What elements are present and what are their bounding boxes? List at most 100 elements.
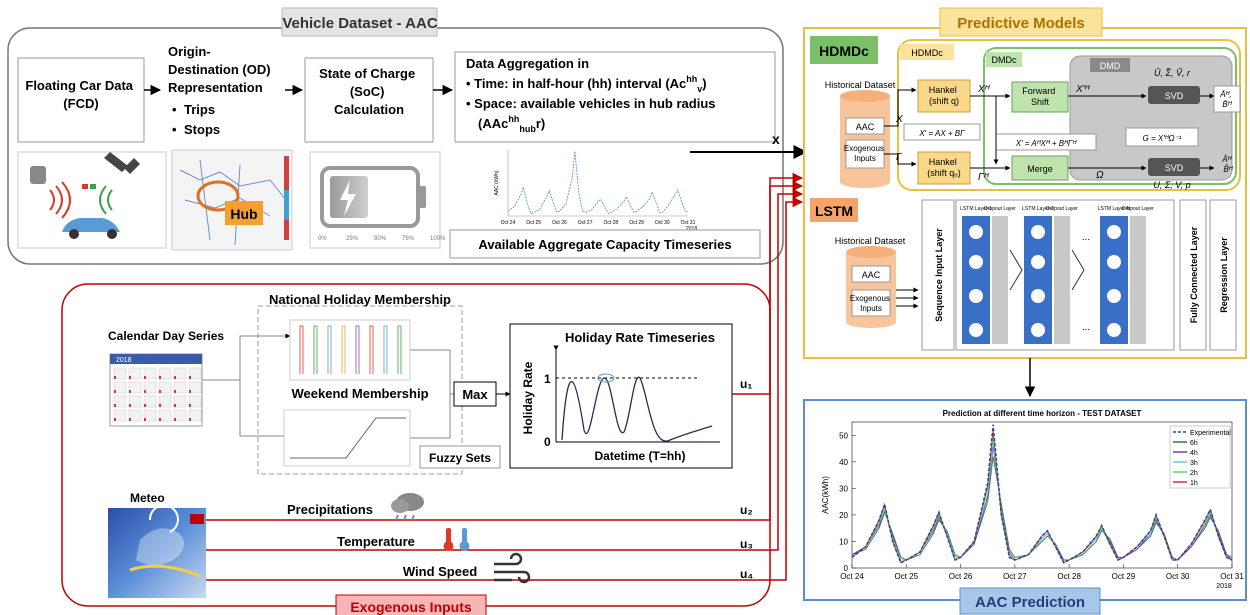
calendar-month	[173, 395, 187, 408]
soc-line-2: (SoC)	[350, 84, 385, 99]
soc-tick: 50%	[374, 236, 387, 242]
fcd-illustration	[17, 151, 167, 249]
lstm-unit	[1031, 323, 1045, 337]
calendar-holiday-mark	[144, 404, 146, 407]
calendar-holiday-mark	[159, 376, 161, 379]
legend-entry: 1h	[1190, 480, 1198, 487]
calendar-month	[158, 367, 172, 380]
ts-ylabel: AAC (kWh)	[494, 170, 500, 195]
hub-label: Hub	[230, 206, 257, 222]
calendar-holiday-mark	[174, 390, 176, 393]
calendar-month	[158, 409, 172, 422]
lstm-unit	[969, 225, 983, 239]
car-icon	[62, 218, 120, 232]
hankel-q-box: Hankel (shift q)	[929, 85, 960, 106]
rain-cloud-icon	[391, 493, 424, 521]
svd-top-box: SVD	[1165, 91, 1184, 101]
calendar-holiday-mark	[159, 404, 161, 407]
calendar-month	[113, 381, 127, 394]
soc-tick: 75%	[402, 236, 415, 242]
wind-icon	[494, 552, 531, 584]
national-holiday-label: National Holiday Membership	[269, 292, 451, 307]
soc-label: State of Charge (SoC) Calculation	[319, 66, 419, 117]
equation-g: G = X′ᴴΩ⁻¹	[1143, 134, 1182, 143]
lstm-dataset-cylinder: AAC Exogenous Inputs	[846, 246, 896, 328]
temperature-label: Temperature	[337, 534, 415, 549]
soc-line-1: State of Charge	[319, 66, 415, 81]
calendar-holiday-mark	[159, 418, 161, 421]
vehicle-dataset-panel: Vehicle Dataset - AAC Floating Car Data …	[7, 7, 784, 265]
hub-circle	[196, 180, 240, 212]
ts-xtick: Oct 24	[501, 220, 516, 226]
calendar-month	[143, 409, 157, 422]
lstm-unit	[1107, 289, 1121, 303]
calendar-month	[158, 395, 172, 408]
od-item-trips: Trips	[184, 102, 215, 117]
calendar-holiday-mark	[129, 418, 131, 421]
x-tick-label: Oct 25	[894, 572, 918, 581]
lstm-exogenous-box: Exogenous Inputs	[850, 294, 892, 313]
plot-area	[851, 421, 1233, 569]
svd-top-output: Ū, Σ̃, Ṽ, r	[1154, 67, 1191, 78]
xh-symbol: Xᴴ	[977, 84, 991, 95]
lstm-layer-label: LSTM Layer-1	[960, 206, 992, 212]
holiday-membership-line	[383, 325, 388, 374]
dmdc-label: DMDc	[992, 55, 1017, 65]
holiday-membership-line	[299, 325, 304, 374]
meteo-map	[108, 504, 206, 598]
x-input-label: x	[772, 131, 780, 147]
fcd-line-1: Floating Car Data	[25, 78, 133, 93]
exogenous-box-label: Exogenous Inputs	[844, 144, 886, 163]
calendar-holiday-mark	[189, 390, 191, 393]
lstm-layer-label: LSTM Layer-2	[1022, 206, 1054, 212]
ts-xtick: Oct 25	[526, 220, 541, 226]
soc-ticks: 0%25%50%75%100%	[318, 236, 446, 242]
calendar-month	[143, 381, 157, 394]
holiday-membership-line	[341, 325, 346, 374]
dmd-label: DMD	[1100, 61, 1121, 71]
legend-entry: 6h	[1190, 440, 1198, 447]
holiday-membership-line	[397, 325, 402, 374]
lstm-unit	[969, 323, 983, 337]
calendar-month	[143, 367, 157, 380]
aggregation-space: • Space: available vehicles in hub radiu…	[466, 96, 716, 111]
regression-layer: Regression Layer	[1219, 237, 1229, 313]
calendar-holiday-mark	[129, 376, 131, 379]
y-tick-label: 0	[844, 564, 849, 573]
calendar-holiday-mark	[114, 404, 116, 407]
calendar-month	[128, 381, 142, 394]
calendar-month	[173, 367, 187, 380]
calendar-holiday-mark	[189, 376, 191, 379]
calendar-holiday-mark	[114, 418, 116, 421]
od-label: Origin- Destination (OD) Representation	[168, 44, 274, 95]
lstm-unit	[969, 255, 983, 269]
holiday-membership-line	[327, 325, 332, 374]
soc-line-3: Calculation	[334, 102, 404, 117]
lstm-unit	[969, 289, 983, 303]
holiday-membership-line	[355, 325, 360, 374]
aac-prediction-title: AAC Prediction	[975, 594, 1085, 611]
calendar-holiday-mark	[114, 376, 116, 379]
omega-symbol: Ω	[1096, 170, 1104, 181]
national-holiday-chart	[289, 319, 411, 381]
calendar-month	[143, 395, 157, 408]
lstm-unit	[1107, 255, 1121, 269]
soc-tick: 100%	[430, 236, 446, 242]
equation-hdmdc: X′ = AᴴXᴴ + BᴴΓᴴ	[1015, 139, 1078, 148]
lstm-unit	[1107, 323, 1121, 337]
battery-illustration: 0%25%50%75%100%	[309, 151, 446, 249]
ts-xtick: Oct 31	[681, 220, 696, 226]
lstm-aac-box: AAC	[862, 270, 881, 280]
x-tick-label: Oct 26	[949, 572, 973, 581]
wind-speed-label: Wind Speed	[403, 564, 477, 579]
ts-year: 2018	[686, 226, 697, 232]
dropout-label: Dropout Layer	[1046, 206, 1078, 212]
historical-dataset-label: Historical Dataset	[825, 80, 896, 90]
lightning-icon	[340, 180, 356, 216]
lstm-historical-label: Historical Dataset	[835, 236, 906, 246]
holiday-tick-0: 0	[544, 435, 551, 449]
lstm-ellipsis: ...	[1082, 322, 1090, 333]
exogenous-inputs-title: Exogenous Inputs	[350, 599, 472, 615]
